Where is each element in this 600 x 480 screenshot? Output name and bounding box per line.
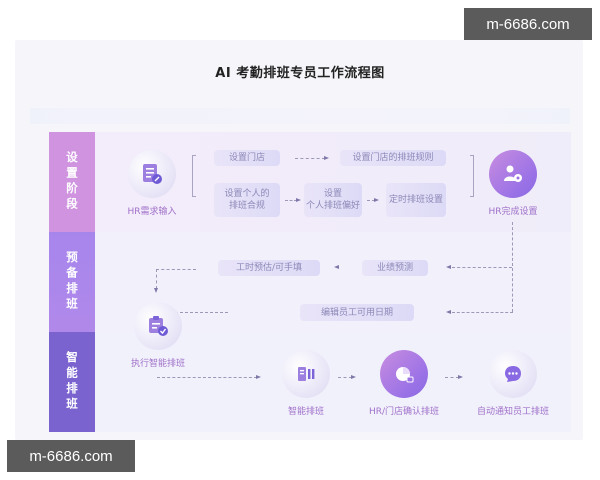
- schedule-bars-icon: [298, 367, 315, 381]
- stage-label-text: 预备排班: [65, 251, 79, 313]
- arrow-left-icon: [446, 264, 451, 269]
- node-hr-input[interactable]: [128, 150, 176, 198]
- arrow-line: [445, 377, 459, 378]
- pie-chart-icon: [396, 367, 414, 383]
- arrow-right-icon: [296, 197, 301, 202]
- node-label-execute-smart: 执行智能排班: [130, 359, 185, 369]
- arrow-right-icon: [324, 155, 329, 160]
- diagram-title: AI 考勤排班专员工作流程图: [215, 66, 385, 81]
- pill-scheduled-setup[interactable]: 定时排班设置: [386, 183, 446, 217]
- arrow-left-icon: [334, 264, 339, 269]
- arrow-line: [452, 267, 512, 268]
- node-auto-notify[interactable]: [489, 350, 537, 398]
- stage-label-text: 智能排班: [65, 351, 79, 413]
- arrow-right-icon: [351, 374, 356, 379]
- node-smart-schedule[interactable]: [282, 350, 330, 398]
- form-edit-icon: [143, 164, 162, 184]
- stage-label-setup: 设置阶段: [49, 132, 95, 232]
- node-hr-confirm[interactable]: [380, 350, 428, 398]
- bracket-left: [192, 155, 196, 197]
- node-label-hr-input: HR需求输入: [127, 207, 177, 217]
- arrow-down-icon: [153, 288, 158, 293]
- node-hr-complete[interactable]: [489, 150, 537, 198]
- arrow-line: [285, 200, 297, 201]
- arrow-line: [156, 269, 196, 270]
- watermark-bottom: m-6686.com: [7, 440, 135, 472]
- pill-edit-availability[interactable]: 编辑员工可用日期: [300, 304, 414, 321]
- pill-set-store[interactable]: 设置门店: [214, 150, 280, 166]
- connector-down: [512, 222, 513, 312]
- arrow-line: [295, 158, 325, 159]
- stage-label-text: 设置阶段: [65, 151, 79, 213]
- chat-bubble-icon: [505, 366, 521, 382]
- arrow-line: [170, 312, 228, 313]
- node-label-hr-confirm: HR/门店确认排班: [368, 407, 440, 417]
- node-label-auto-notify: 自动通知员工排班: [476, 407, 549, 417]
- pill-performance-forecast[interactable]: 业绩预测: [362, 260, 428, 276]
- arrow-right-icon: [374, 197, 379, 202]
- bracket-right: [470, 155, 474, 197]
- decorative-strip: [30, 108, 570, 124]
- node-label-smart-schedule: 智能排班: [287, 407, 324, 417]
- connector-down: [156, 269, 157, 289]
- pill-hours-estimate[interactable]: 工时预估/可手填: [218, 260, 320, 276]
- arrow-right-icon: [256, 374, 261, 379]
- arrow-line: [338, 377, 352, 378]
- arrow-line: [367, 200, 375, 201]
- node-execute-smart[interactable]: [134, 302, 182, 350]
- stage-label-smart: 智能排班: [49, 332, 95, 432]
- pill-set-personal-pref[interactable]: 设置 个人排班偏好: [304, 183, 362, 217]
- pill-set-personal-compliance[interactable]: 设置个人的 排班合规: [214, 183, 280, 217]
- arrow-line: [452, 312, 513, 313]
- node-label-hr-complete: HR完成设置: [488, 207, 538, 217]
- watermark-top: m-6686.com: [464, 8, 592, 40]
- arrow-left-icon: [446, 309, 451, 314]
- stage-label-prepare: 预备排班: [49, 232, 95, 332]
- user-gear-icon: [504, 165, 522, 182]
- clipboard-check-icon: [149, 316, 168, 336]
- pill-set-store-rules[interactable]: 设置门店的排班规则: [340, 150, 446, 166]
- arrow-line: [157, 377, 257, 378]
- arrow-right-icon: [458, 374, 463, 379]
